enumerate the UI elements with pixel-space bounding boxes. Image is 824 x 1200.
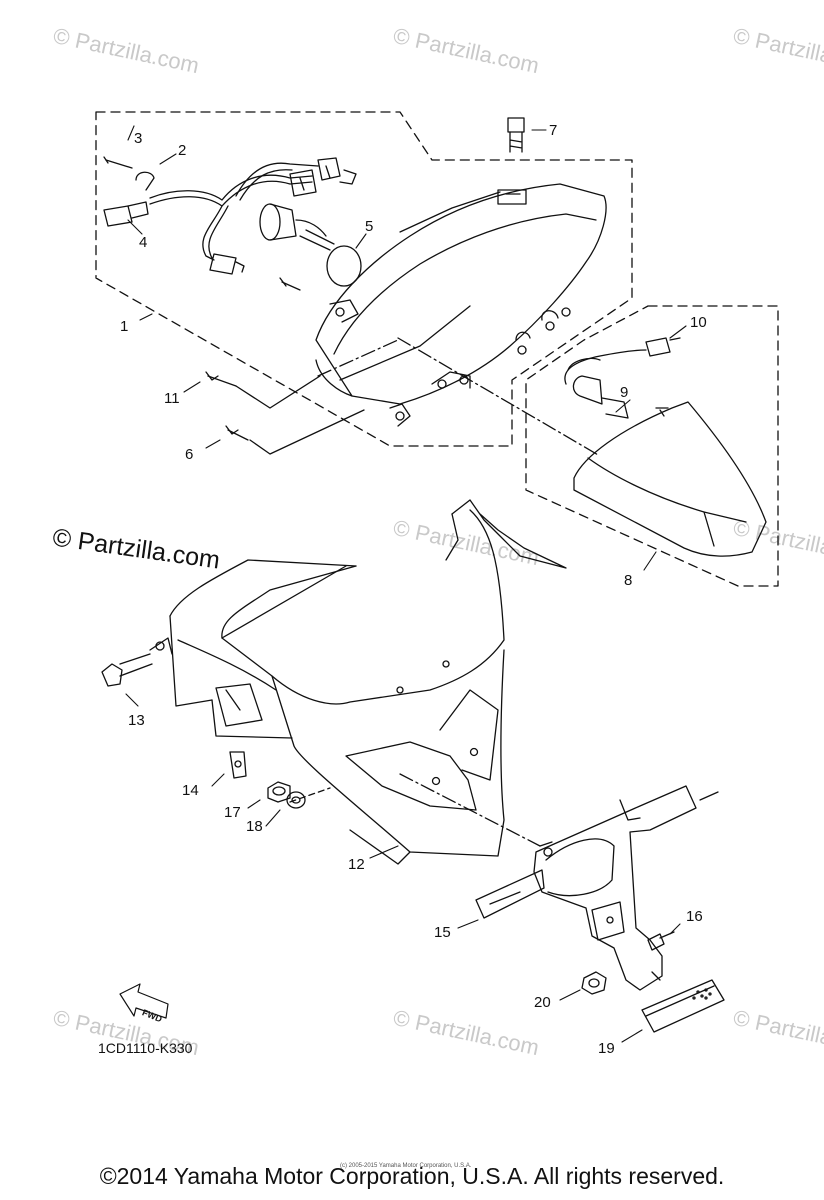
- callout-20: 20: [534, 994, 551, 1011]
- wire-harness-part: [103, 156, 362, 287]
- callout-8: 8: [624, 572, 633, 589]
- callout-16: 16: [686, 908, 703, 925]
- microprint-notice: (c) 2005-2015 Yamaha Motor Corporation, …: [340, 1163, 472, 1169]
- callout-2: 2: [178, 142, 187, 159]
- license-plate-bracket-part: [475, 785, 719, 991]
- callout-14: 14: [182, 782, 199, 799]
- nut-14-part: [229, 751, 247, 779]
- bolt-7-part: [507, 117, 525, 153]
- callout-9: 9: [620, 384, 629, 401]
- callout-1: 1: [120, 318, 129, 335]
- rear-fender-part: [149, 499, 567, 865]
- bolt-13-part: [101, 653, 153, 687]
- fwd-label: FWD: [141, 1007, 164, 1024]
- collar-18-part: [286, 791, 306, 809]
- assembly-1-boundary: [95, 111, 633, 447]
- copyright-notice: ©2014 Yamaha Motor Corporation, U.S.A. A…: [99, 1163, 725, 1189]
- tail-light-housing-part: [315, 183, 607, 427]
- bolt-16-part: [647, 931, 675, 951]
- nut-20-part: [581, 971, 607, 995]
- callout-15: 15: [434, 924, 451, 941]
- callout-10: 10: [690, 314, 707, 331]
- turn-signal-part: [564, 337, 767, 557]
- callout-19: 19: [598, 1040, 615, 1057]
- forward-direction-arrow: [119, 983, 169, 1019]
- callout-5: 5: [365, 218, 374, 235]
- reflector-19-part: [641, 979, 725, 1033]
- screw-part: [281, 281, 301, 291]
- callout-7: 7: [549, 122, 558, 139]
- callout-3: 3: [134, 130, 143, 147]
- nut-17-part: [267, 781, 291, 803]
- diagram-code: 1CD1110-K330: [98, 1040, 193, 1056]
- callout-13: 13: [128, 712, 145, 729]
- screw-11-part: [205, 371, 321, 409]
- callout-17: 17: [224, 804, 241, 821]
- callout-6: 6: [185, 446, 194, 463]
- callout-11: 11: [164, 390, 180, 407]
- callout-4: 4: [139, 234, 148, 251]
- assembly-8-boundary: [525, 305, 779, 587]
- callout-18: 18: [246, 818, 263, 835]
- screw-6-part: [225, 409, 365, 455]
- callout-12: 12: [348, 856, 365, 873]
